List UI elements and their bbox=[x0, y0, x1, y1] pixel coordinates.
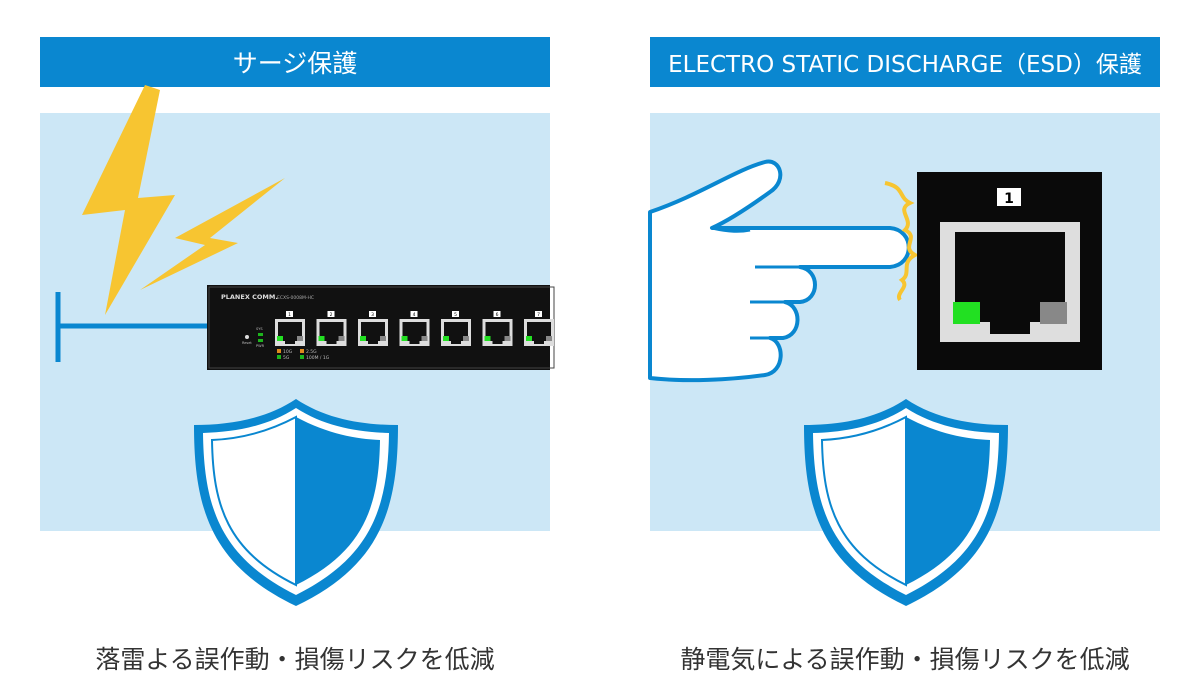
legend-5g: 5G bbox=[283, 355, 290, 361]
legend-100m-1g: 100M / 1G bbox=[306, 355, 330, 361]
shield-icon bbox=[804, 399, 1008, 606]
legend-10g: 10G bbox=[283, 349, 293, 355]
surge-caption: 落雷よる誤作動・損傷リスクを低減 bbox=[95, 645, 495, 674]
brand-logo: PLANEX COMM. bbox=[221, 293, 278, 301]
port-number: 6 bbox=[496, 312, 499, 318]
network-switch: PLANEX COMM. ECXS-0008M-HC Reset SYS PWR… bbox=[207, 285, 555, 370]
port-number: 1 bbox=[288, 312, 291, 318]
esd-protection-header: ELECTRO STATIC DISCHARGE（ESD）保護 bbox=[650, 37, 1160, 87]
pwr-label: PWR bbox=[256, 344, 265, 348]
pointing-hand-icon bbox=[648, 159, 911, 383]
legend-2-5g: 2.5G bbox=[306, 349, 317, 355]
pwr-led bbox=[258, 339, 263, 342]
port-number: 4 bbox=[413, 312, 416, 318]
model-label: ECXS-0008M-HC bbox=[277, 295, 314, 301]
switch-port: 4 bbox=[399, 311, 430, 346]
port-number: 7 bbox=[537, 312, 540, 318]
shield-icon bbox=[194, 399, 398, 606]
switch-port: 2 bbox=[316, 311, 347, 346]
surge-title: サージ保護 bbox=[232, 49, 358, 78]
reset-label: Reset bbox=[242, 341, 252, 345]
switch-port: 7 bbox=[524, 311, 554, 346]
port-number: 5 bbox=[454, 312, 457, 318]
switch-port: 5 bbox=[441, 311, 471, 346]
static-spark-icon bbox=[884, 181, 920, 302]
reset-button[interactable] bbox=[245, 335, 249, 339]
esd-caption: 静電気による誤作動・損傷リスクを低減 bbox=[680, 645, 1130, 674]
activity-led-gray bbox=[1040, 302, 1067, 324]
switch-port: 1 bbox=[275, 311, 305, 346]
sys-label: SYS bbox=[256, 327, 263, 331]
switch-port: 6 bbox=[482, 311, 513, 346]
port-number-label: 1 bbox=[1004, 191, 1014, 207]
esd-title: ELECTRO STATIC DISCHARGE（ESD）保護 bbox=[668, 52, 1142, 78]
lightning-icon bbox=[55, 85, 285, 362]
sys-led bbox=[258, 333, 263, 336]
ethernet-port-closeup: 1 bbox=[917, 172, 1102, 370]
port-number: 2 bbox=[330, 312, 333, 318]
surge-protection-header: サージ保護 bbox=[40, 37, 550, 87]
switch-port: 3 bbox=[358, 311, 388, 346]
link-led-green bbox=[953, 302, 980, 324]
port-number: 3 bbox=[371, 312, 374, 318]
